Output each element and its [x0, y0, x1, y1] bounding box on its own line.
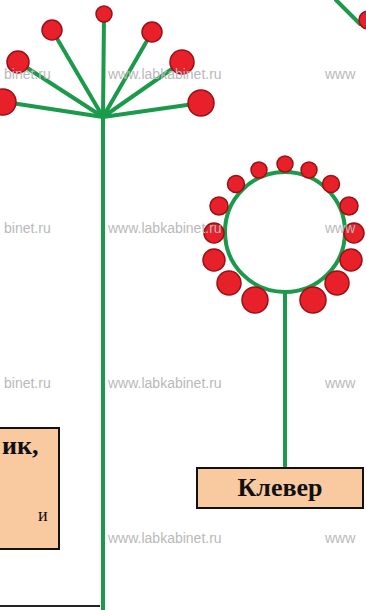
watermark: www.labkabinet.ru [108, 220, 222, 236]
watermark: www.labkabinet.ru [108, 375, 222, 391]
box-label: ик, [2, 431, 38, 461]
label-box: ик, и [0, 427, 60, 550]
box-label: и [38, 505, 48, 526]
label-box: Клевер [196, 467, 364, 509]
watermark: www [325, 375, 355, 391]
watermark: www [325, 66, 355, 82]
watermark: binet.ru [4, 375, 51, 391]
watermark: binet.ru [4, 220, 51, 236]
watermark: www.labkabinet.ru [108, 530, 222, 546]
watermark: www [325, 530, 355, 546]
box-label: Клевер [237, 473, 322, 503]
watermark: www.labkabinet.ru [108, 66, 222, 82]
watermark: www [325, 220, 355, 236]
watermark: binet.ru [4, 66, 51, 82]
